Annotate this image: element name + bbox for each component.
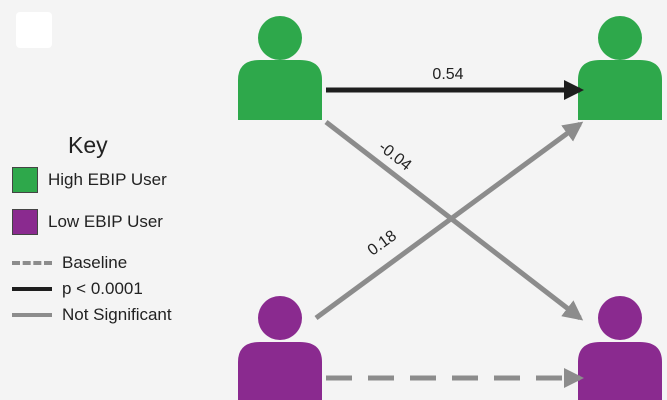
person-icon-high-left: [238, 16, 322, 120]
person-head: [598, 16, 642, 60]
person-icon-high-right: [578, 16, 662, 120]
edge-label-high-low: -0.04: [375, 139, 414, 175]
person-body: [238, 60, 322, 120]
corner-box: [16, 12, 52, 48]
person-icon-low-left: [238, 296, 322, 400]
person-head: [258, 16, 302, 60]
person-body: [578, 60, 662, 120]
person-body: [238, 342, 322, 400]
person-head: [258, 296, 302, 340]
person-head: [598, 296, 642, 340]
edge-label-low-high: 0.18: [365, 227, 400, 259]
edge-label-high-high: 0.54: [432, 66, 463, 83]
person-body: [578, 342, 662, 400]
edge-low-to-high-arrow: [314, 121, 584, 321]
person-icon-low-right: [578, 296, 662, 400]
